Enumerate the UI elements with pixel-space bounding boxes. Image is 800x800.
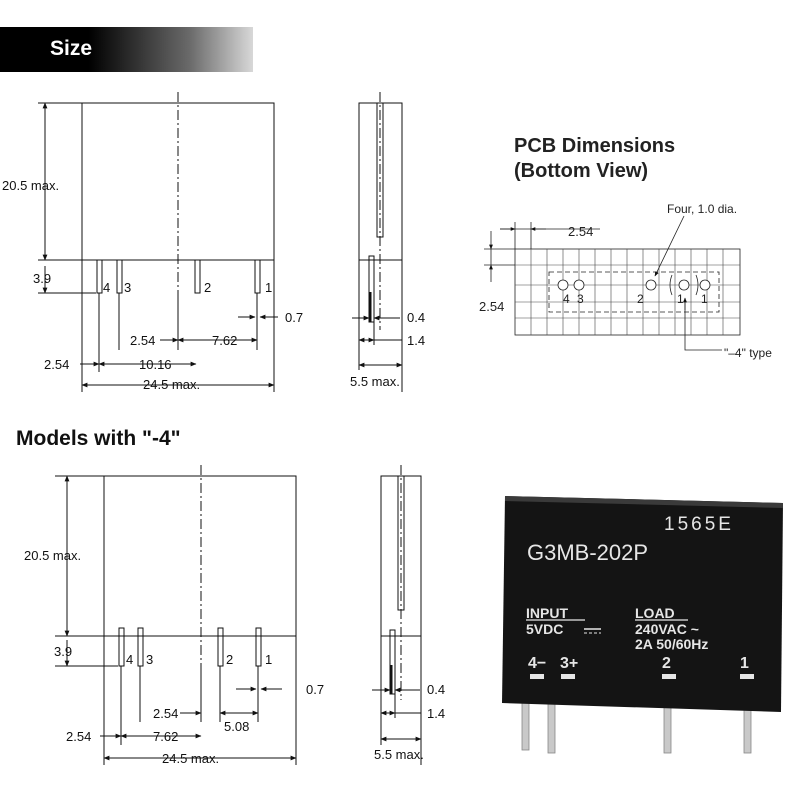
bottom-side-view xyxy=(372,465,422,765)
pcb-hole-1 xyxy=(678,279,690,291)
pcb-pin-4: 4 xyxy=(563,292,570,306)
load-voltage: 240VAC ~ xyxy=(635,621,699,637)
relay-body xyxy=(502,496,783,712)
relay-product-photo: 1565E G3MB-202P INPUT 5VDC LOAD 240VAC ~… xyxy=(502,496,783,754)
pcb-pin-1: 1 xyxy=(677,292,684,306)
relay-model: G3MB-202P xyxy=(527,540,648,565)
span-label: 10.16 xyxy=(139,357,172,372)
relay-footprint xyxy=(548,271,720,313)
pcb-hole-3 xyxy=(573,279,585,291)
pcb-title-line1: PCB Dimensions xyxy=(514,135,676,157)
pcb-hole-1-alt xyxy=(699,279,711,291)
hole-note: Four, 1.0 dia. xyxy=(667,202,737,216)
models-4-title: Models with "-4" xyxy=(16,427,181,450)
b-side-b-label: 1.4 xyxy=(427,706,445,721)
photo-pin-1: 1 xyxy=(740,655,749,672)
pin-width-label: 0.7 xyxy=(285,310,303,325)
pin-2 xyxy=(194,259,201,294)
b-offset-label: 2.54 xyxy=(66,729,91,744)
pcb-pitch-left: 2.54 xyxy=(479,299,504,314)
relay-code: 1565E xyxy=(664,514,734,535)
pin-marker-2 xyxy=(662,674,676,679)
input-label: INPUT xyxy=(526,605,568,621)
pin-label-4: 4 xyxy=(103,280,110,295)
b-span-label: 7.62 xyxy=(153,729,178,744)
b-pin-label-3: 3 xyxy=(146,652,153,667)
bracket-left xyxy=(669,274,673,296)
hole-note-leader xyxy=(654,215,685,277)
size-banner-title: Size xyxy=(50,37,93,60)
pitch-a-label: 2.54 xyxy=(130,333,155,348)
b-pin-length-label: 3.9 xyxy=(54,644,72,659)
pcb-labels: 2.54 2.54 Four, 1.0 dia. "–4" type 4 3 2… xyxy=(479,202,772,360)
pin-4 xyxy=(96,259,103,294)
top-front-view xyxy=(38,92,278,392)
pcb-title-line2: (Bottom View) xyxy=(514,160,649,182)
bottom-front-view xyxy=(55,465,297,765)
top-front-labels: 20.5 max. 3.9 4 3 2 1 0.7 2.54 7.62 2.54… xyxy=(2,178,303,392)
type-note-leader xyxy=(684,300,722,351)
pcb-grid xyxy=(514,248,741,336)
pin-label-2: 2 xyxy=(204,280,211,295)
pin-marker-3 xyxy=(561,674,575,679)
b-side-a-label: 0.4 xyxy=(427,682,445,697)
pin-label-1: 1 xyxy=(265,280,272,295)
type-note: "–4" type xyxy=(724,346,772,360)
b-pin-label-1: 1 xyxy=(265,652,272,667)
input-value: 5VDC xyxy=(526,621,563,637)
offset-label: 2.54 xyxy=(44,357,69,372)
side-b-label: 1.4 xyxy=(407,333,425,348)
pin-marker-1 xyxy=(740,674,754,679)
pcb-pin-1-alt: 1 xyxy=(701,292,708,306)
photo-pin-2: 2 xyxy=(662,655,671,672)
pcb-hole-2 xyxy=(645,279,657,291)
bottom-side-labels: 0.4 1.4 5.5 max. xyxy=(374,682,445,762)
pin-length-label: 3.9 xyxy=(33,271,51,286)
top-side-labels: 0.4 1.4 5.5 max. xyxy=(350,310,425,389)
b-pin-label-2: 2 xyxy=(226,652,233,667)
pcb-pin-2: 2 xyxy=(637,292,644,306)
photo-pin-4: 4− xyxy=(528,655,546,672)
pin-3 xyxy=(116,259,123,294)
photo-pin-3: 3+ xyxy=(560,655,578,672)
top-side-view xyxy=(352,92,403,392)
pin-marker-4 xyxy=(530,674,544,679)
pcb-pin-3: 3 xyxy=(577,292,584,306)
b-height-label: 20.5 max. xyxy=(24,548,81,563)
b-width-label: 24.5 max. xyxy=(162,751,219,766)
b-pitch-c-label: 5.08 xyxy=(224,719,249,734)
pcb-bottom-view xyxy=(484,215,741,351)
b-pin-label-4: 4 xyxy=(126,652,133,667)
pitch-b-label: 7.62 xyxy=(212,333,237,348)
pin-label-3: 3 xyxy=(124,280,131,295)
load-label: LOAD xyxy=(635,605,675,621)
pin-1 xyxy=(254,259,261,294)
size-banner: Size xyxy=(0,27,253,72)
width-label: 24.5 max. xyxy=(143,377,200,392)
b-pin-width-label: 0.7 xyxy=(306,682,324,697)
height-label: 20.5 max. xyxy=(2,178,59,193)
side-a-label: 0.4 xyxy=(407,310,425,325)
b-pitch-a-label: 2.54 xyxy=(153,706,178,721)
pcb-dimensions-title: PCB Dimensions (Bottom View) xyxy=(514,134,675,184)
pcb-pitch-top: 2.54 xyxy=(568,224,593,239)
b-side-width-label: 5.5 max. xyxy=(374,747,424,762)
load-current: 2A 50/60Hz xyxy=(635,636,708,652)
bottom-front-labels: 20.5 max. 3.9 4 3 2 1 0.7 2.54 5.08 2.54… xyxy=(24,548,324,766)
bracket-right xyxy=(695,274,699,296)
pcb-hole-4 xyxy=(557,279,569,291)
side-width-label: 5.5 max. xyxy=(350,374,400,389)
